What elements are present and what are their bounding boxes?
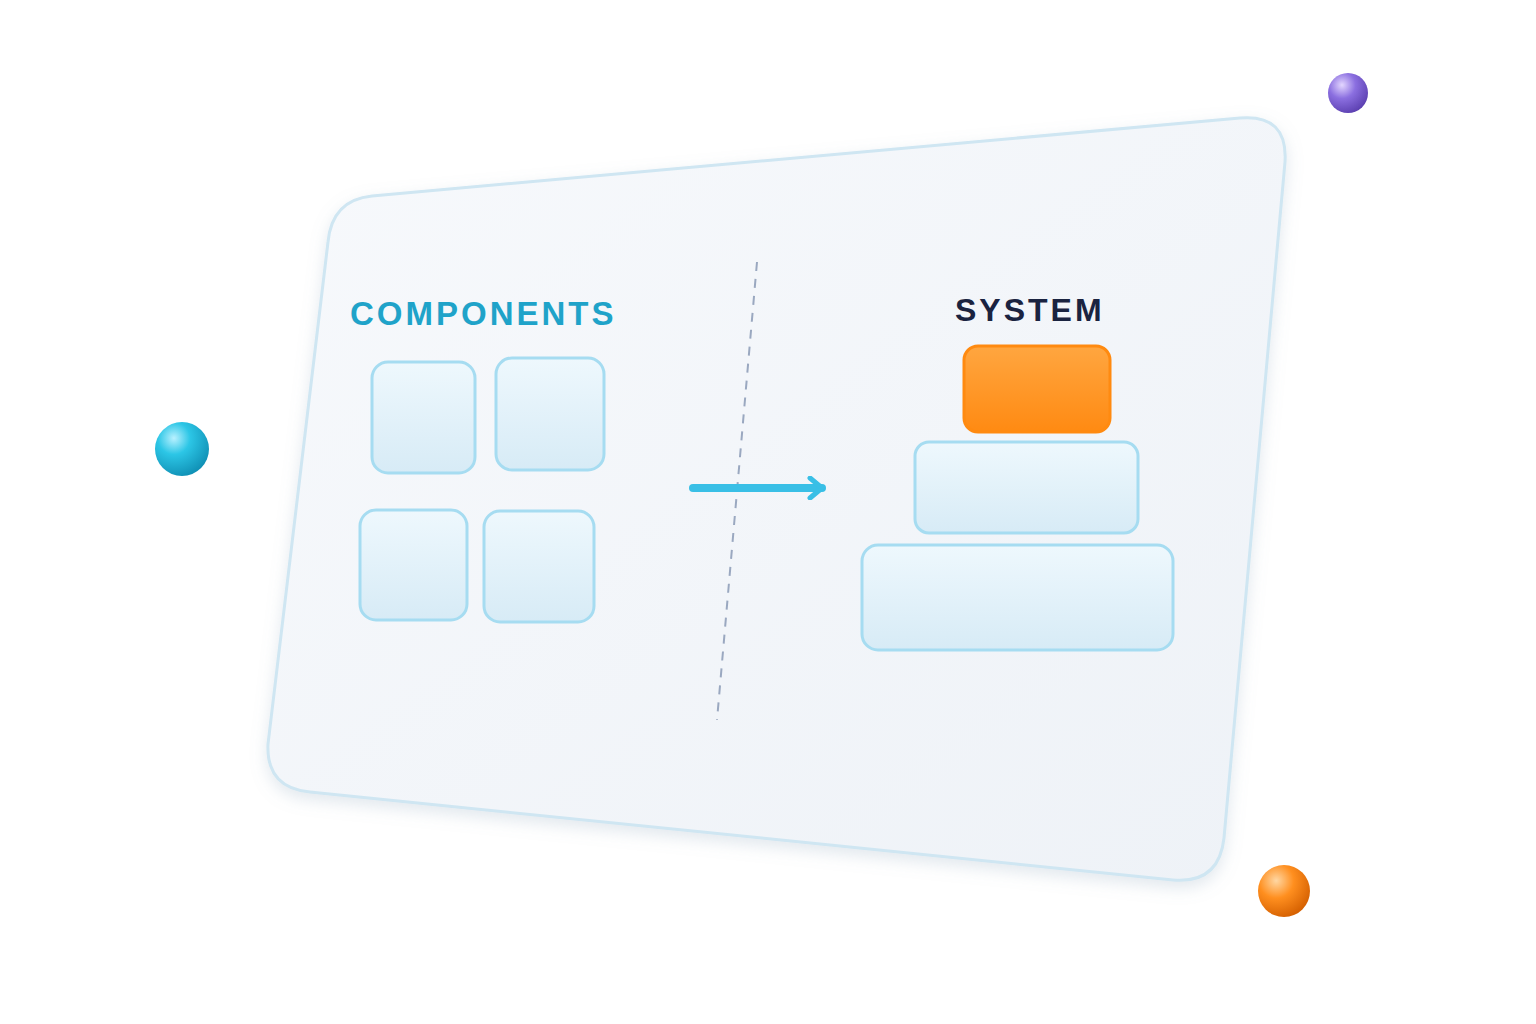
component-tile bbox=[372, 362, 475, 473]
system-stack bbox=[862, 346, 1173, 650]
system-top-block bbox=[964, 346, 1110, 432]
flow-arrow bbox=[693, 484, 822, 492]
glass-card bbox=[268, 118, 1285, 881]
component-tile bbox=[360, 510, 467, 620]
system-middle-bar bbox=[915, 442, 1138, 533]
components-group: COMPONENTS bbox=[348, 295, 693, 635]
cyan-sphere bbox=[155, 422, 209, 476]
component-tiles bbox=[360, 358, 604, 622]
purple-sphere bbox=[1328, 73, 1368, 113]
group-heading: SYSTEM bbox=[955, 292, 1105, 329]
group-heading: COMPONENTS bbox=[350, 295, 617, 333]
component-tile bbox=[496, 358, 604, 470]
divider-dashed-line bbox=[717, 262, 757, 720]
component-tile bbox=[484, 511, 594, 622]
orange-sphere bbox=[1258, 865, 1310, 917]
system-base-bar bbox=[862, 545, 1173, 650]
system-group: SYSTEM bbox=[822, 292, 1182, 657]
